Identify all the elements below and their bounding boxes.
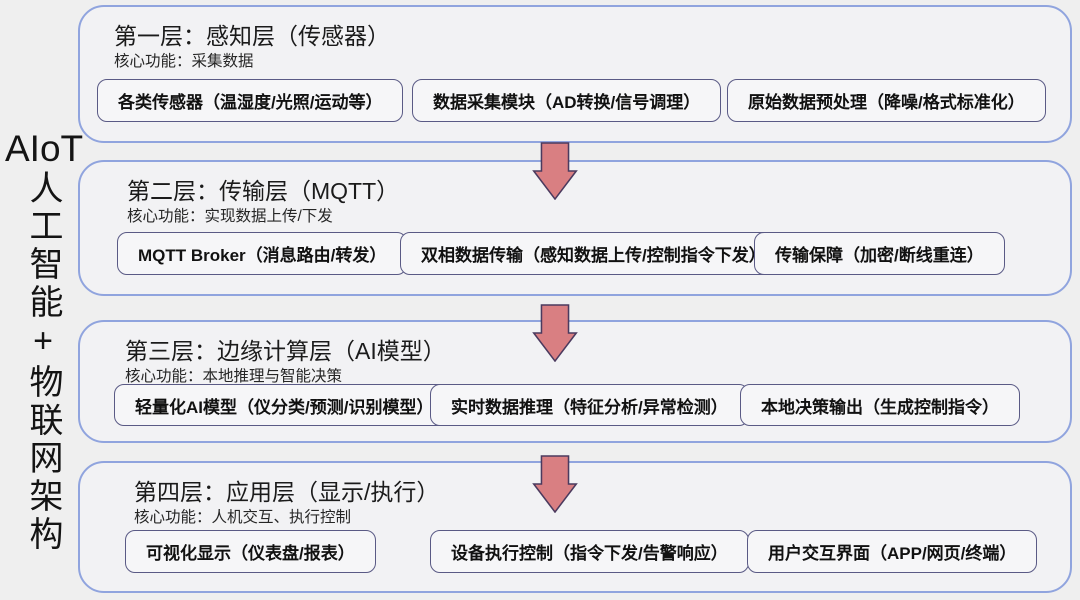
component-box: 原始数据预处理（降噪/格式标准化） bbox=[727, 79, 1046, 122]
down-arrow-icon bbox=[532, 142, 578, 200]
component-box: 用户交互界面（APP/网页/终端） bbox=[747, 530, 1038, 573]
down-arrow-icon bbox=[532, 455, 578, 513]
layer-3-subtitle: 核心功能：本地推理与智能决策 bbox=[125, 368, 343, 385]
layer-4-title: 第四层：应用层（显示/执行） bbox=[134, 479, 440, 505]
layer-2-transport: 第二层：传输层（MQTT） 核心功能：实现数据上传/下发 MQTT Broker… bbox=[78, 160, 1072, 296]
layer-3-edge-computing: 第三层：边缘计算层（AI模型） 核心功能：本地推理与智能决策 轻量化AI模型（仪… bbox=[78, 320, 1072, 443]
layer-1-perception: 第一层：感知层（传感器） 核心功能：采集数据 各类传感器（温湿度/光照/运动等）… bbox=[78, 5, 1072, 143]
component-box: 轻量化AI模型（仪分类/预测/识别模型） bbox=[114, 384, 455, 426]
component-box: MQTT Broker（消息路由/转发） bbox=[117, 232, 408, 275]
layer-3-title: 第三层：边缘计算层（AI模型） bbox=[125, 338, 446, 364]
side-title-vertical: 人工智能+物联网架构 bbox=[24, 170, 62, 554]
component-box: 本地决策输出（生成控制指令） bbox=[740, 384, 1020, 426]
side-title-latin: AIoT bbox=[5, 128, 84, 169]
layer-1-subtitle: 核心功能：采集数据 bbox=[114, 53, 254, 70]
component-box: 双相数据传输（感知数据上传/控制指令下发） bbox=[400, 232, 787, 275]
diagram-side-title: AIoT 人工智能+物联网架构 bbox=[0, 0, 83, 600]
layer-1-title: 第一层：感知层（传感器） bbox=[114, 23, 390, 49]
layer-4-application: 第四层：应用层（显示/执行） 核心功能：人机交互、执行控制 可视化显示（仪表盘/… bbox=[78, 461, 1072, 593]
layer-4-subtitle: 核心功能：人机交互、执行控制 bbox=[134, 509, 352, 526]
component-box: 传输保障（加密/断线重连） bbox=[754, 232, 1005, 275]
down-arrow-icon bbox=[532, 304, 578, 362]
component-box: 实时数据推理（特征分析/异常检测） bbox=[430, 384, 749, 426]
layer-2-title: 第二层：传输层（MQTT） bbox=[127, 178, 400, 204]
component-box: 各类传感器（温湿度/光照/运动等） bbox=[97, 79, 404, 122]
component-box: 可视化显示（仪表盘/报表） bbox=[125, 530, 376, 573]
component-box: 设备执行控制（指令下发/告警响应） bbox=[430, 530, 749, 573]
layer-2-subtitle: 核心功能：实现数据上传/下发 bbox=[127, 208, 333, 225]
component-box: 数据采集模块（AD转换/信号调理） bbox=[412, 79, 722, 122]
